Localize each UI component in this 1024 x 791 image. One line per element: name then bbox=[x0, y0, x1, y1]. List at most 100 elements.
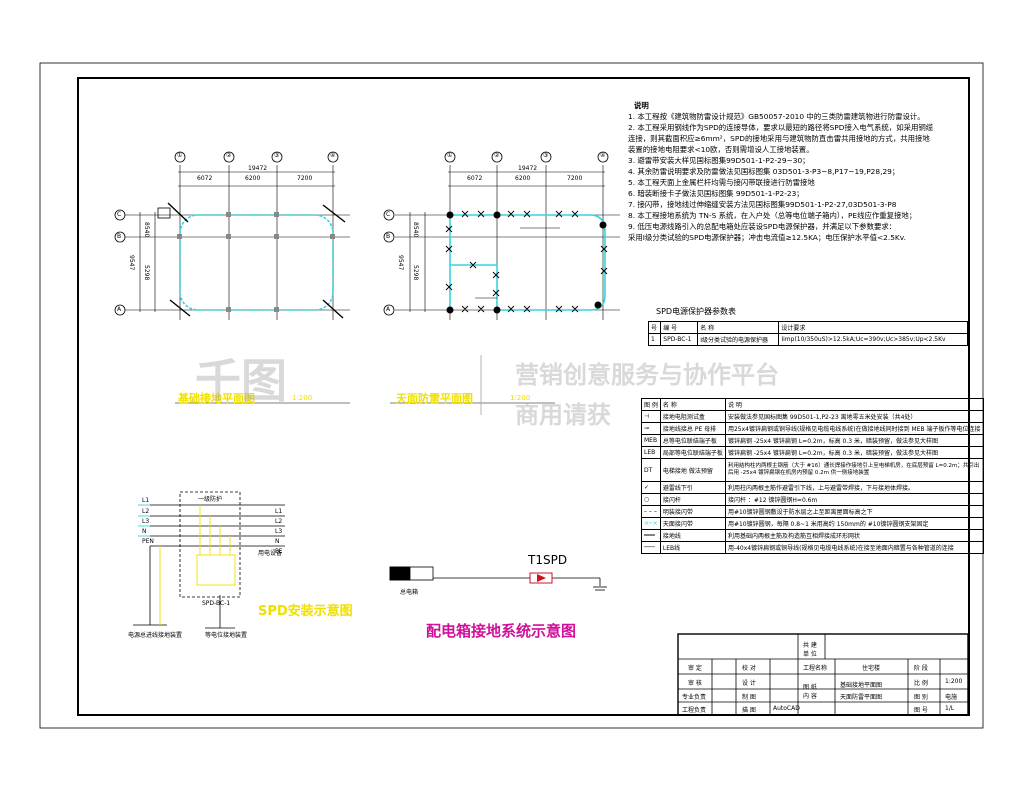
right-dim-side-total: 9547 bbox=[397, 255, 404, 271]
spd-table-title: SPD电源保护器参数表 bbox=[656, 307, 737, 316]
legend-desc: 安装做法参见国标图集 99D501-1,P2-23 离地零五米处安装（共4处） bbox=[724, 410, 984, 423]
legend-name: 接地线接总 PE 母排 bbox=[659, 422, 726, 435]
legend-dt-icon: DT bbox=[641, 458, 661, 482]
note-item: 9. 低压电源线路引入的总配电箱处应装设SPD电源保护器，并满足以下参数要求： bbox=[628, 222, 897, 231]
left-axis-3: ③ bbox=[274, 152, 280, 159]
plan-left-ground-ring bbox=[179, 214, 334, 311]
spd-th-code: 编 号 bbox=[660, 321, 699, 334]
legend-name: 局部等电位联结端子板 bbox=[659, 446, 726, 459]
legend-desc: 镀锌扁钢 -25x4 镀锌扁钢 L=0.2m，标高 0.3 米，暗装预留，做法参… bbox=[724, 446, 984, 459]
t1spd-device bbox=[529, 572, 553, 584]
legend-table: 图 例 名 称 说 明 ⊣接地电阻测试盒安装做法参见国标图集 99D501-1,… bbox=[641, 398, 984, 554]
legend-pe-icon: ⊸ bbox=[641, 422, 661, 435]
legend-earth-line-icon: ═══ bbox=[641, 529, 661, 542]
spd-install-wires bbox=[133, 491, 285, 629]
spd-cell: Iimp(10/350uS)>12.5kA;Uc=390v;Uc>385v;Up… bbox=[778, 333, 968, 346]
spd-equip-label: 用电设备 bbox=[258, 550, 283, 557]
tb-sheet-label: 图 号 bbox=[914, 707, 928, 714]
dist-box-label: 总电箱 bbox=[400, 589, 419, 596]
note-item: 5. 本工程天面上金属栏杆均需与接闪带联接进行防雷接地 bbox=[628, 178, 815, 187]
left-axis-4: ④ bbox=[330, 152, 336, 159]
legend-th-desc: 说 明 bbox=[724, 398, 984, 411]
title-block-lines bbox=[677, 633, 969, 716]
distribution-caption: 配电箱接地系统示意图 bbox=[426, 622, 577, 640]
note-item: 连接，则其截面积应≥6mm²，SPD的接地采用与建筑物防直击雷共用接地的方式，共… bbox=[628, 134, 930, 143]
legend-desc: 接闪杆 ：#12 镀锌圆钢H=0.6m bbox=[724, 493, 984, 506]
spd-th-name: 名 称 bbox=[697, 321, 780, 334]
tb-check: 校 对 bbox=[742, 665, 756, 672]
spd-line-n: N bbox=[142, 528, 147, 535]
note-item: 采用Ⅰ级分类试验的SPD电源保护器；冲击电流值≥12.5KA；电压保护水平值<2… bbox=[628, 233, 906, 242]
distribution-diagram bbox=[389, 566, 607, 591]
spd-device-label: SPD-BC-1 bbox=[202, 600, 231, 607]
plan-left-grid bbox=[125, 165, 350, 320]
spd-note-left: 电源总进线接地装置 bbox=[128, 632, 183, 639]
tb-scale-value: 1:200 bbox=[945, 678, 963, 685]
note-item: 6. 暗装断接卡子做法见国标图集 99D501-1-P2-23； bbox=[628, 189, 804, 198]
plan-left-columns bbox=[177, 212, 335, 312]
left-dim-3: 7200 bbox=[297, 175, 313, 182]
legend-desc: 用#10镀锌圆钢，每隔 0.8~1 米用高约 150mm的 #10镀锌圆钢支架固… bbox=[724, 517, 984, 530]
note-item: 装置的接地电阻要求<10欧，否则需增设人工接地装置。 bbox=[628, 145, 814, 154]
outer-frame bbox=[39, 62, 984, 729]
watermark-logo: 千图 bbox=[195, 354, 287, 408]
legend-desc: 用25x4镀锌扁钢或铜导线(规格见电缆电线系统)在做接地线同时接到 MEB 端子… bbox=[724, 422, 984, 435]
spd-out-n: N bbox=[275, 538, 280, 545]
right-dim-side: 8540 bbox=[412, 222, 419, 238]
tb-proj-head: 工程负责 bbox=[682, 707, 707, 714]
note-item: 4. 其余防雷说明要求及防雷做法见国标图集 03D501-3-P3~8,P17~… bbox=[628, 167, 900, 176]
note-item: 2. 本工程采用钢线作为SPD的连接导体，要求以最短的路径将SPD接入电气系统，… bbox=[628, 123, 934, 132]
right-row-b: B bbox=[386, 233, 391, 240]
left-dim-1: 6072 bbox=[197, 175, 213, 182]
plan-left-axis-circles bbox=[114, 151, 339, 316]
legend-rod-icon: ○ bbox=[641, 493, 661, 506]
left-row-c: C bbox=[117, 211, 122, 218]
t1spd-arrow bbox=[537, 574, 546, 582]
spd-th-no: 号 bbox=[647, 321, 662, 334]
tb-owner: 共 建 单 位 bbox=[803, 642, 817, 658]
notes-list: 1. 本工程按《建筑物防雷设计规范》GB50057-2010 中的三类防雷建筑物… bbox=[628, 111, 933, 243]
legend-desc: 用#10镀锌圆钢敷设于防水层之上至距离屋面标高之下 bbox=[724, 505, 984, 518]
left-row-a: A bbox=[117, 306, 122, 313]
legend-dashline-icon: – – – bbox=[641, 505, 661, 518]
plan-right-grid bbox=[395, 165, 620, 320]
spd-cell: Ⅰ级分类试验的电源保护器 bbox=[697, 333, 780, 346]
right-row-c: C bbox=[386, 211, 391, 218]
spd-line-l3: L3 bbox=[142, 518, 150, 525]
tb-project-value: 住宅楼 bbox=[862, 665, 881, 672]
legend-th-symbol: 图 例 bbox=[641, 398, 661, 411]
spd-out-l2: L2 bbox=[275, 518, 283, 525]
legend-name: 总等电位联结端子板 bbox=[659, 434, 726, 447]
legend-desc: 利用结构柱内两根主钢筋（大于 #16）通长焊接作接地引上至电梯机房，在底层预留 … bbox=[724, 458, 984, 482]
legend-name: 电梯接地 做法预留 bbox=[659, 458, 726, 482]
left-dim-total: 19472 bbox=[248, 165, 268, 172]
spd-out-pe: PE bbox=[275, 548, 283, 555]
plan-right-axis-circles bbox=[383, 151, 609, 316]
legend-name: LEB线 bbox=[659, 541, 726, 554]
watermark-line2: 商用请获 bbox=[515, 401, 611, 429]
note-item: 1. 本工程按《建筑物防雷设计规范》GB50057-2010 中的三类防雷建筑物… bbox=[628, 112, 925, 121]
left-axis-1: ① bbox=[177, 152, 183, 159]
legend-name: 接闪杆 bbox=[659, 493, 726, 506]
tb-no-value: 电施 bbox=[945, 694, 958, 701]
spd-cell: SPD-BC-1 bbox=[660, 333, 699, 346]
legend-roof-band-icon: ×─× bbox=[641, 517, 661, 530]
right-axis-4: ④ bbox=[600, 152, 606, 159]
watermark-divider bbox=[480, 355, 482, 415]
plan-right-corner-rods bbox=[446, 211, 607, 314]
notes-heading: 说明 bbox=[634, 101, 649, 110]
right-row-a: A bbox=[386, 306, 391, 313]
note-item: 3. 避雷带安装大样见国标图集99D501-1-P2-29~30； bbox=[628, 156, 810, 165]
inner-frame bbox=[77, 77, 970, 716]
note-item: 8. 本工程接地系统为 TN-S 系统，在入户处（总等电位端子箱内），PE线应作… bbox=[628, 211, 917, 220]
spd-line-l2: L2 bbox=[142, 508, 150, 515]
plan-left-test-box bbox=[157, 207, 171, 219]
plan-right-air-termination bbox=[449, 214, 606, 311]
spd-out-l3: L3 bbox=[275, 528, 283, 535]
tb-approve: 审 定 bbox=[688, 665, 702, 672]
tb-sheet-value: 1/L bbox=[945, 705, 955, 712]
tb-design: 设 计 bbox=[742, 680, 756, 687]
right-dim-1: 6072 bbox=[467, 175, 483, 182]
spd-th-req: 设计要求 bbox=[778, 321, 968, 334]
